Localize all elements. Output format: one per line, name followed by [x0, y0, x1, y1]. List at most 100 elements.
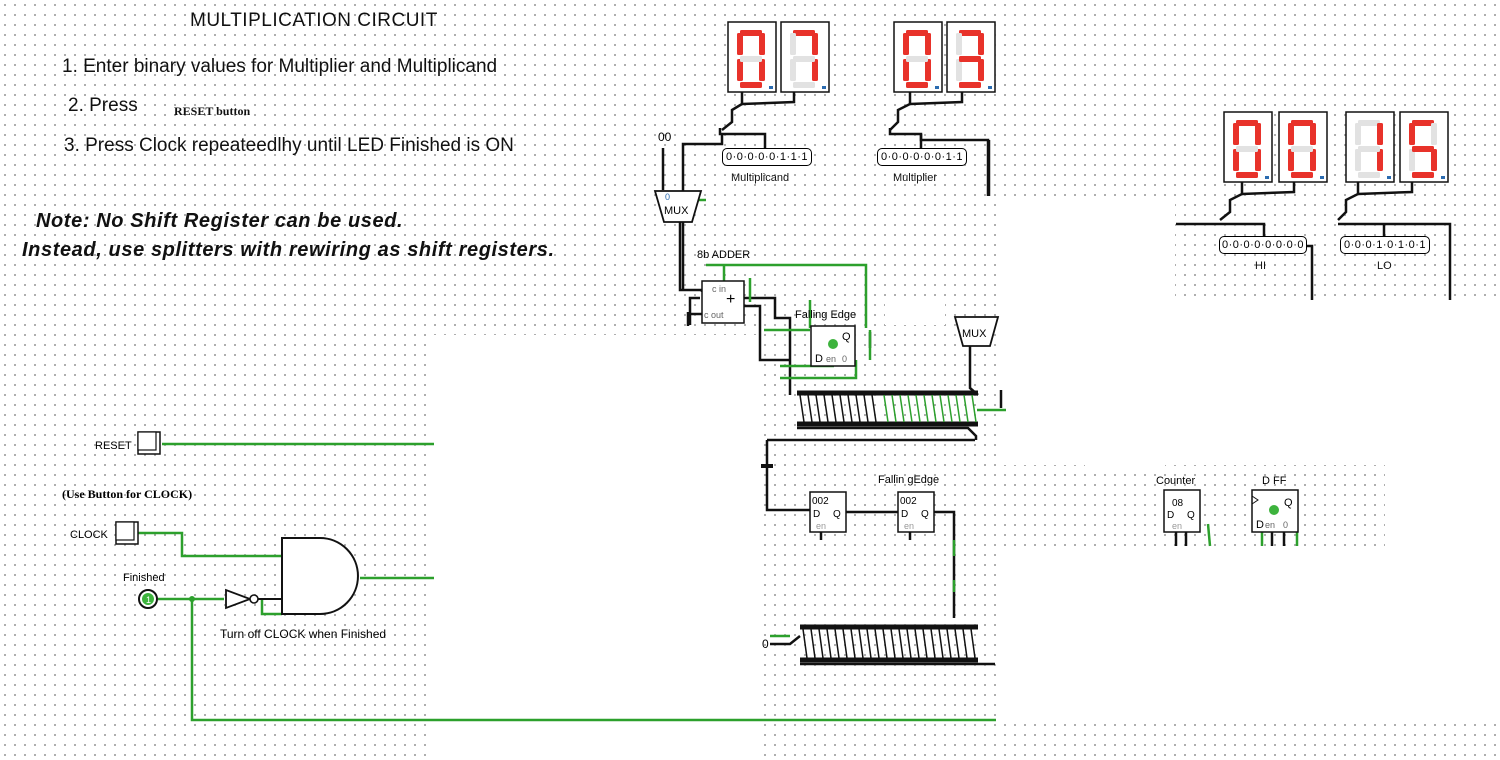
segment-f — [1355, 123, 1361, 145]
lo-register: 0·0·0·1·0·1·0·1 — [1340, 236, 1430, 254]
segment-a — [1412, 120, 1434, 126]
segment-a — [793, 30, 815, 36]
blank-region — [432, 335, 762, 760]
dff-zero: 0 — [1283, 520, 1288, 530]
segment-g — [1291, 146, 1313, 152]
ff-1-en: en — [826, 354, 836, 364]
segment-d — [1412, 172, 1434, 178]
dff-label: D FF — [1262, 475, 1287, 487]
dff-q: Q — [1284, 497, 1293, 509]
segment-e — [1409, 149, 1415, 171]
mux-const-label: 00 — [658, 130, 672, 144]
counter-d: D — [1167, 510, 1174, 521]
blank-region — [1000, 548, 1500, 720]
segment-b — [759, 33, 765, 55]
ff-1-led — [828, 339, 838, 349]
segment-c — [978, 59, 984, 81]
segment-d — [906, 82, 928, 88]
segment-a — [1236, 120, 1258, 126]
segment-d — [1291, 172, 1313, 178]
counter-block — [1163, 489, 1201, 533]
and-gate — [281, 537, 359, 615]
segment-a — [740, 30, 762, 36]
segment-g — [1236, 146, 1258, 152]
segment-f — [1409, 123, 1415, 145]
clock-note: (Use Button for CLOCK) — [62, 487, 192, 501]
multiplicand-register[interactable]: 0·0·0·0·0·1·1·1 — [722, 148, 812, 166]
segment-e — [1233, 149, 1239, 171]
blank-region — [1000, 198, 1175, 303]
segment-d — [793, 82, 815, 88]
counter-q: Q — [1187, 510, 1195, 521]
segment-f — [956, 33, 962, 55]
ff-2b-value: 002 — [900, 496, 917, 507]
segment-c — [925, 59, 931, 81]
segment-c — [1255, 149, 1261, 171]
not-gate-caption: Turn off CLOCK when Finished — [220, 627, 386, 641]
multiplier-label: Multiplier — [893, 172, 938, 184]
shift-zero-constant: 0 — [762, 637, 769, 651]
segment-g — [740, 56, 762, 62]
segment-g — [1412, 146, 1434, 152]
note-line-1: Note: No Shift Register can be used. — [36, 210, 404, 232]
segment-b — [812, 33, 818, 55]
segment-a — [1358, 120, 1380, 126]
seven-segment-digit — [946, 21, 996, 93]
segment-d — [1358, 172, 1380, 178]
adder-block — [701, 280, 745, 324]
adder-cout: c out — [704, 310, 724, 320]
segment-b — [1255, 123, 1261, 145]
segment-b — [1377, 123, 1383, 145]
multiplier-register[interactable]: 0·0·0·0·0·0·1·1 — [877, 148, 967, 166]
reset-button[interactable] — [137, 431, 161, 455]
ff-2b-en: en — [904, 521, 914, 531]
adder-cin: c in — [712, 284, 726, 294]
seven-segment-digit — [1345, 111, 1395, 183]
hi-register: 0·0·0·0·0·0·0·0 — [1219, 236, 1307, 254]
segment-g — [793, 56, 815, 62]
lo-label: LO — [1377, 260, 1392, 272]
reset-label: RESET — [95, 440, 132, 452]
segment-e — [737, 59, 743, 81]
blank-region — [1085, 465, 1165, 468]
hi-label: HI — [1255, 260, 1266, 272]
counter-label: Counter — [1156, 475, 1195, 487]
clock-button[interactable] — [115, 521, 139, 545]
note-line-2: Instead, use splitters with rewiring as … — [22, 239, 555, 261]
not-gate — [225, 588, 253, 610]
segment-e — [1288, 149, 1294, 171]
ff-2a — [809, 491, 847, 533]
seven-segment-digit — [1399, 111, 1449, 183]
segment-b — [1431, 123, 1437, 145]
mux-left-label: MUX — [664, 205, 689, 217]
clock-label: CLOCK — [70, 529, 109, 541]
ff-2a-en: en — [816, 521, 826, 531]
blank-region — [1000, 300, 1500, 465]
segment-f — [1233, 123, 1239, 145]
seven-segment-digit — [893, 21, 943, 93]
segment-e — [956, 59, 962, 81]
ff-1-q: Q — [842, 331, 851, 343]
segment-d — [1236, 172, 1258, 178]
segment-f — [903, 33, 909, 55]
adder-title: 8b ADDER — [697, 249, 750, 261]
ff-2b-q: Q — [921, 509, 929, 520]
ff-2a-value: 002 — [812, 496, 829, 507]
blank-region — [1385, 465, 1500, 555]
segment-e — [1355, 149, 1361, 171]
ff-2b — [897, 491, 935, 533]
segment-c — [759, 59, 765, 81]
mux-left-select: 0 — [665, 192, 670, 202]
segment-b — [1310, 123, 1316, 145]
seven-segment-digit — [1278, 111, 1328, 183]
counter-en: en — [1172, 521, 1182, 531]
segment-e — [903, 59, 909, 81]
finished-label: Finished — [123, 572, 165, 584]
segment-c — [1431, 149, 1437, 171]
segment-a — [906, 30, 928, 36]
instruction-step-1: 1. Enter binary values for Multiplier an… — [62, 56, 498, 77]
mux-right — [953, 316, 1000, 347]
segment-c — [1377, 149, 1383, 171]
falling-edge-label-2: Fallin gEdge — [878, 474, 939, 486]
